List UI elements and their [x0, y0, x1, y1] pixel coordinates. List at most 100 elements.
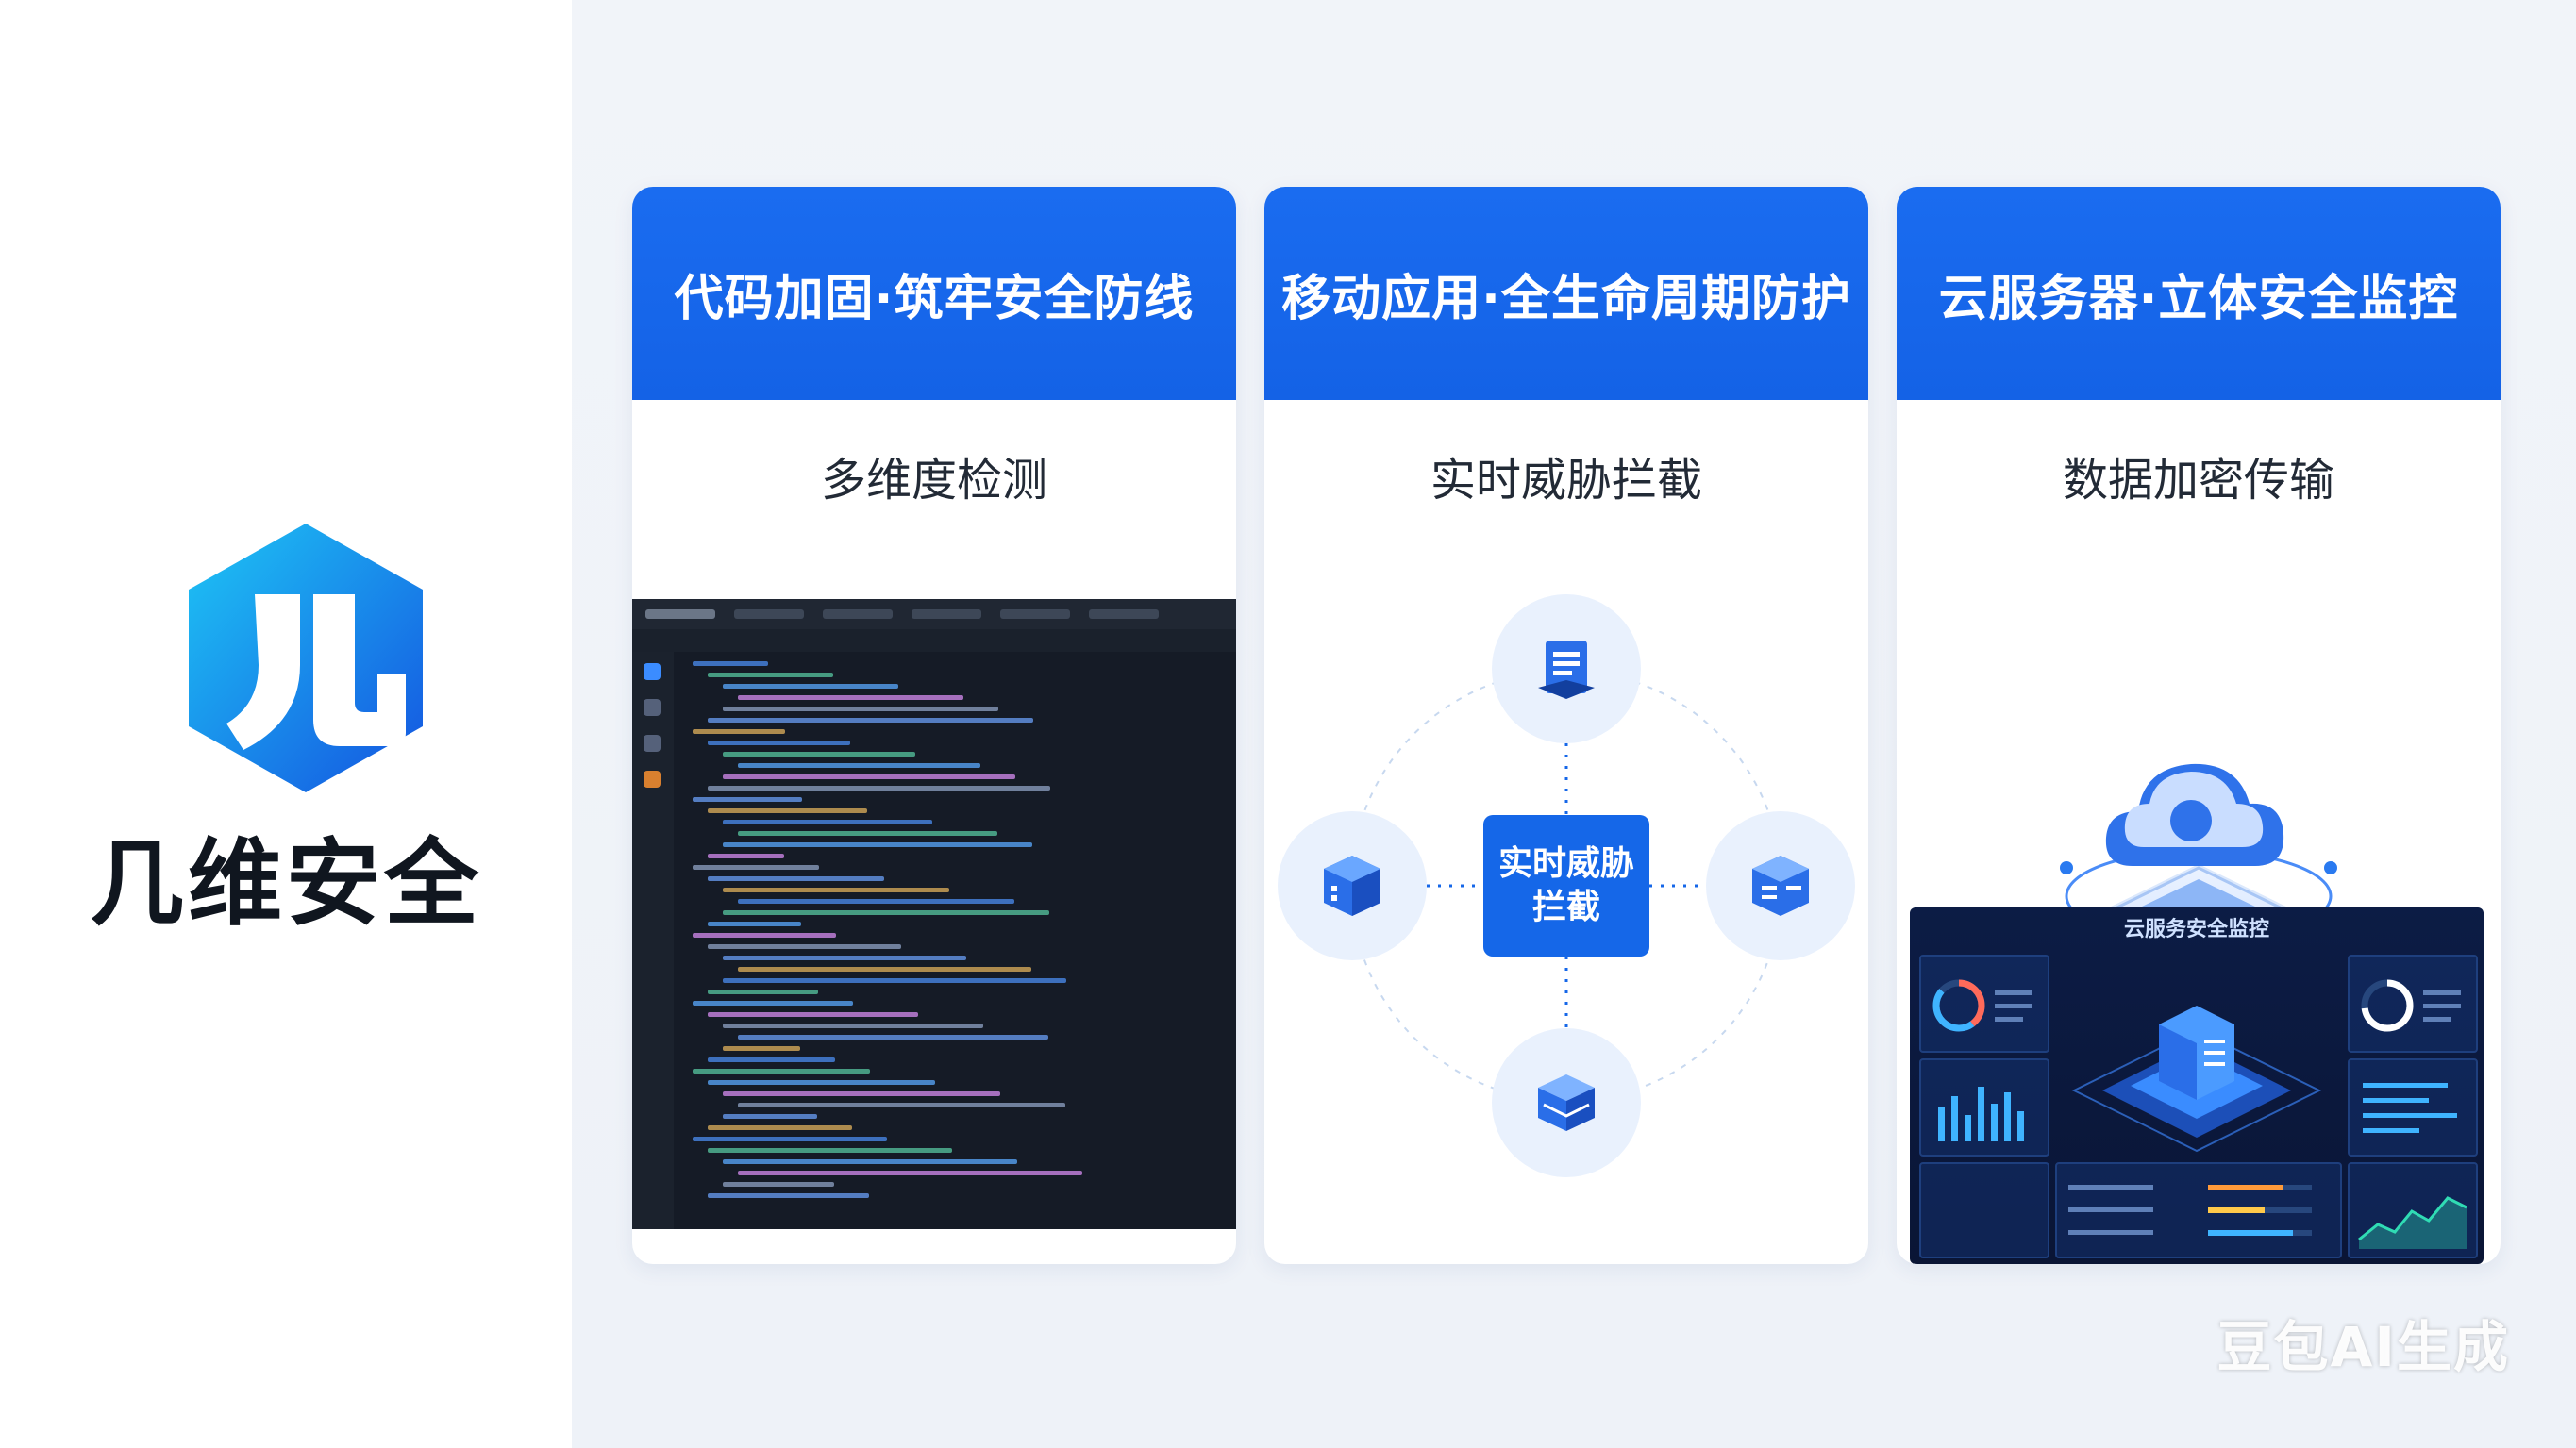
code-line — [708, 1012, 918, 1017]
gauge-ring-icon — [2361, 979, 2461, 1032]
code-line — [723, 774, 1015, 779]
content-panel: 代码加固·筑牢安全防线 多维度检测 移动应用·全生命周期防护 实时威胁拦截 — [572, 0, 2576, 1448]
center-threat-box: 实时威胁拦截 — [1483, 815, 1649, 957]
code-line — [708, 1057, 835, 1062]
code-line — [723, 1159, 1017, 1164]
code-line — [738, 967, 1031, 972]
card-title: 移动应用·全生命周期防护 — [1281, 270, 1851, 327]
card-code-hardening: 代码加固·筑牢安全防线 多维度检测 — [632, 187, 1236, 1264]
code-line — [723, 684, 898, 689]
logo-hexagon-icon — [189, 524, 423, 792]
card-title: 代码加固·筑牢安全防线 — [674, 270, 1195, 327]
card-header: 移动应用·全生命周期防护 — [1264, 187, 1868, 400]
isometric-server-icon — [2071, 1006, 2322, 1153]
list-panel-left — [1919, 1162, 2049, 1258]
card-cloud-monitoring: 云服务器·立体安全监控 数据加密传输 云服务安全监控 — [1897, 187, 2501, 1264]
editor-breadcrumb — [632, 629, 1236, 652]
document-icon — [1538, 641, 1595, 699]
bars-panel-right — [2348, 1058, 2478, 1157]
search-icon — [644, 735, 661, 752]
code-line — [738, 1171, 1082, 1175]
code-editor-illustration — [632, 599, 1236, 1229]
card-title: 云服务器·立体安全监控 — [1938, 270, 2459, 327]
code-line — [738, 1035, 1048, 1040]
card-subtitle: 多维度检测 — [820, 454, 1047, 507]
code-line — [708, 1080, 935, 1085]
node-right — [1706, 811, 1855, 960]
code-line — [708, 718, 1033, 723]
code-line — [723, 956, 966, 960]
code-line — [723, 752, 915, 757]
node-left — [1278, 811, 1427, 960]
code-line — [693, 1137, 887, 1141]
code-line — [708, 876, 884, 881]
code-line — [738, 899, 1014, 904]
code-line — [723, 842, 1032, 847]
code-line — [708, 944, 901, 949]
code-line — [723, 1091, 1000, 1096]
code-line — [693, 1001, 853, 1006]
dashboard-title: 云服务安全监控 — [2123, 918, 2269, 941]
code-line — [723, 910, 1049, 915]
code-line — [708, 673, 833, 677]
code-line — [693, 1069, 870, 1074]
code-line — [723, 1182, 834, 1187]
gauge-ring-icon — [1932, 979, 2032, 1032]
home-icon — [644, 663, 661, 680]
bug-icon — [644, 771, 661, 788]
card-subtitle: 数据加密传输 — [2062, 454, 2334, 507]
code-line — [723, 820, 932, 824]
card-header: 云服务器·立体安全监控 — [1897, 187, 2501, 400]
code-line — [738, 831, 997, 836]
bar-chart-icon — [1938, 1087, 2024, 1141]
editor-tab-bar — [632, 599, 1236, 629]
code-line — [708, 1125, 852, 1130]
code-line — [738, 763, 980, 768]
bar-panel-left — [1919, 1058, 2049, 1157]
node-bottom — [1492, 1028, 1641, 1177]
code-line — [708, 922, 801, 926]
code-line — [738, 1103, 1065, 1107]
code-lines — [693, 661, 1227, 1220]
code-line — [693, 729, 785, 734]
monitoring-dashboard: 云服务安全监控 — [1910, 907, 2484, 1264]
code-line — [708, 854, 784, 858]
code-line — [708, 990, 818, 994]
code-line — [708, 1148, 952, 1153]
code-line — [738, 695, 963, 700]
card-subtitle: 实时威胁拦截 — [1430, 454, 1702, 507]
card-mobile-protection: 移动应用·全生命周期防护 实时威胁拦截 — [1264, 187, 1868, 1264]
cube-icon — [1324, 856, 1380, 916]
horizontal-bars-icon — [2363, 1083, 2457, 1133]
code-line — [693, 933, 836, 938]
code-line — [723, 1114, 817, 1119]
code-line — [708, 741, 850, 745]
line-panel-right — [2348, 1162, 2478, 1258]
node-top — [1492, 594, 1641, 743]
brand-panel: 几维安全 — [0, 0, 572, 1448]
gauge-panel-right — [2348, 955, 2478, 1053]
code-line — [693, 661, 768, 666]
code-line — [708, 808, 867, 813]
database-icon — [1538, 1074, 1595, 1131]
code-line — [723, 1046, 800, 1051]
status-panel-center — [2055, 1162, 2342, 1258]
code-line — [723, 888, 949, 892]
threat-interception-diagram: 实时威胁拦截 — [1264, 592, 1868, 1206]
code-line — [693, 865, 819, 870]
watermark: 豆包AI生成 — [2216, 1315, 2510, 1379]
code-line — [723, 1024, 983, 1028]
code-line — [708, 786, 1050, 791]
card-header: 代码加固·筑牢安全防线 — [632, 187, 1236, 400]
code-line — [693, 797, 802, 802]
brand-name: 几维安全 — [90, 828, 482, 939]
code-line — [723, 707, 998, 711]
code-line — [723, 978, 1066, 983]
line-chart-icon — [2358, 1196, 2467, 1249]
editor-sidebar — [632, 652, 674, 1229]
server-box-icon — [1752, 856, 1809, 916]
progress-list-icon — [2068, 1185, 2312, 1236]
file-icon — [644, 699, 661, 716]
code-line — [708, 1193, 869, 1198]
gauge-panel-left — [1919, 955, 2049, 1053]
